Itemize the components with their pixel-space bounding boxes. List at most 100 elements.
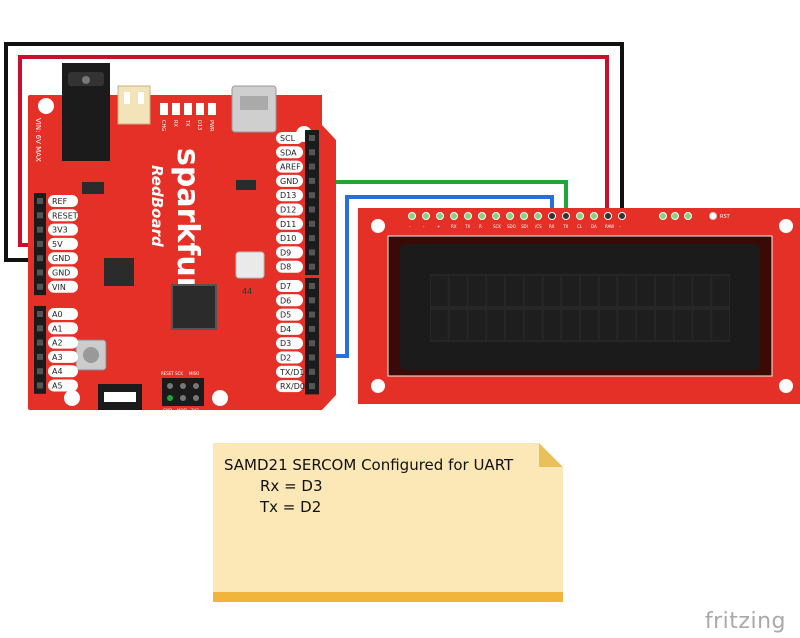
fritzing-watermark: fritzing	[704, 609, 786, 634]
lcd-pin-label-sdi: SDI	[521, 224, 528, 229]
lcd-pin	[548, 212, 556, 220]
status-led	[208, 103, 216, 115]
header-pin	[309, 177, 315, 184]
lcd-cell	[599, 276, 617, 306]
header-pin	[37, 325, 43, 332]
lcd-cell	[431, 310, 448, 340]
lcd-pin	[604, 212, 612, 220]
lcd-cell	[656, 276, 673, 306]
lcd-cell	[449, 310, 467, 340]
isp-label-reset: RESET	[161, 371, 174, 376]
pin-label-d8: D8	[280, 263, 291, 272]
pin-label-d11: D11	[280, 220, 296, 229]
lcd-pin	[576, 212, 584, 220]
pin-label-d3: D3	[280, 339, 291, 348]
lcd-pin-label-: +	[437, 224, 440, 229]
lcd-pin-label-tx: TX	[562, 224, 568, 229]
lcd-pin-label-: -	[409, 224, 411, 229]
lcd-pin	[562, 212, 570, 220]
lcd-cell	[712, 310, 729, 340]
reset-button[interactable]	[75, 339, 107, 371]
header-pin	[309, 368, 315, 375]
lcd-pin	[671, 212, 679, 220]
header-pin	[37, 368, 43, 375]
lcd-cell	[656, 310, 673, 340]
led-label-tx: TX	[184, 119, 190, 127]
note-bottom-bar	[213, 592, 563, 602]
lcd-pin-label-raw: RAW	[605, 224, 614, 229]
lcd-cell	[506, 310, 523, 340]
mount-hole	[371, 219, 385, 233]
isp-pin	[193, 383, 199, 389]
lcd-cell	[431, 276, 448, 306]
lcd-rst-label: RST	[720, 214, 731, 220]
header-pin	[309, 235, 315, 242]
lcd-pin	[436, 212, 444, 220]
header-pin	[37, 283, 43, 290]
lcd-pin-label-sck: SCK	[493, 224, 501, 229]
pin-label-a5: A5	[52, 382, 63, 391]
isp-pin	[180, 383, 186, 389]
lcd-pin	[422, 212, 430, 220]
lcd-cell	[524, 310, 542, 340]
pin-label-sda: SDA	[280, 148, 297, 157]
lcd-cell	[562, 310, 579, 340]
mount-hole	[779, 219, 793, 233]
lcd-cell	[674, 276, 692, 306]
lcd-cell	[618, 310, 636, 340]
header-pin	[37, 339, 43, 346]
pin-label-d7: D7	[280, 282, 291, 291]
isp-label-gnd: GND	[163, 408, 172, 413]
lcd-pin	[590, 212, 598, 220]
lcd-cell	[449, 276, 467, 306]
lcd-pin-label-: -	[423, 224, 425, 229]
lcd-pin	[506, 212, 514, 220]
lcd-cell	[637, 276, 654, 306]
lcd-cell	[487, 310, 504, 340]
lcd-reset-pad	[709, 212, 717, 220]
header-pin	[37, 226, 43, 233]
pin-label-a1: A1	[52, 324, 63, 333]
lcd-pin-label-: -	[619, 224, 621, 229]
pin-label-scl: SCL	[280, 134, 296, 143]
header-pin	[37, 353, 43, 360]
header-pin	[309, 311, 315, 318]
lcd-cell	[468, 276, 486, 306]
lcd-cell	[524, 276, 542, 306]
pin-label-d12: D12	[280, 206, 296, 215]
black-wire	[4, 42, 624, 262]
power-label: VIN: 6V MAX	[34, 118, 42, 162]
pin-label-a0: A0	[52, 310, 63, 319]
status-led	[172, 103, 180, 115]
header-pin	[309, 297, 315, 304]
lcd-cell	[487, 276, 504, 306]
pin-label-gnd: GND	[52, 269, 70, 278]
mount-hole	[779, 379, 793, 393]
pin-label-rx-d0: RX/D0	[280, 382, 305, 391]
lcd-character-grid	[431, 276, 729, 340]
lcd-cell	[599, 310, 617, 340]
lcd-pin	[464, 212, 472, 220]
flash-chip	[104, 258, 134, 286]
isp-label-mosi: MOSI	[177, 408, 187, 413]
header-pin	[309, 220, 315, 227]
lcd-pin-label-rx: RX	[549, 224, 555, 229]
lcd-pin	[408, 212, 416, 220]
pin-label-aref: AREF	[280, 163, 301, 172]
header-pin	[309, 263, 315, 270]
pin-label-d10: D10	[280, 234, 296, 243]
smd-chip	[82, 182, 104, 194]
lcd-pin	[659, 212, 667, 220]
lcd-cell	[693, 310, 711, 340]
pin-label-reset: RESET	[52, 211, 78, 220]
qwiic-label: QWIIC	[107, 372, 129, 380]
pin-label-5v: 5V	[52, 240, 63, 249]
pin-label-a3: A3	[52, 353, 63, 362]
header-pin	[309, 149, 315, 156]
header-pin	[309, 325, 315, 332]
